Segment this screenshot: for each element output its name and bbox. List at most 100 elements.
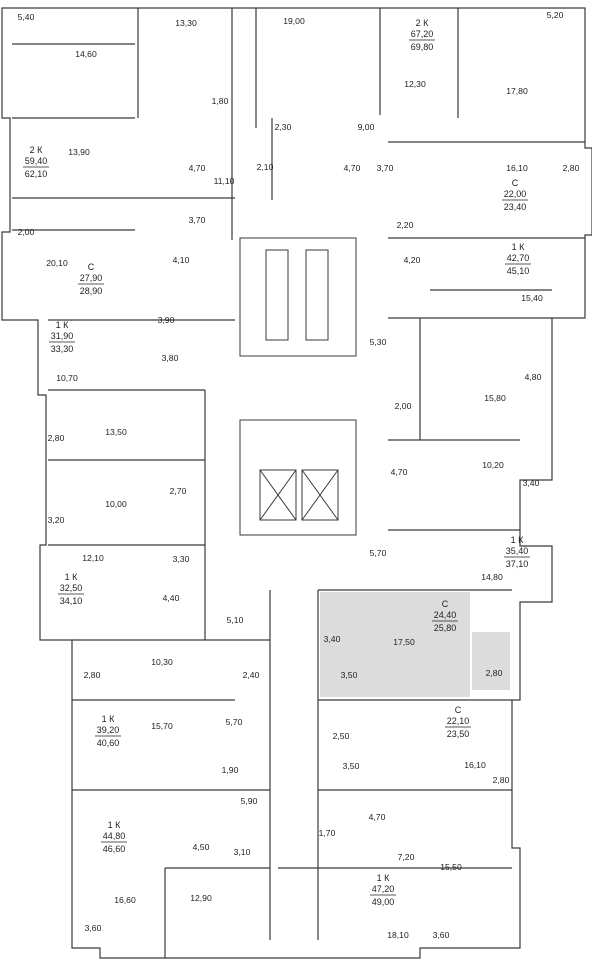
apartment-living-area: 44,80 xyxy=(103,831,126,841)
apartment-label: 2 К67,20 69,80 xyxy=(409,18,435,52)
apartment-living-area: 31,90 xyxy=(51,331,74,341)
room-area-label: 4,70 xyxy=(391,467,408,477)
room-area-label: 4,80 xyxy=(525,372,542,382)
shaded-apartment xyxy=(320,592,510,697)
room-area-label: 17,80 xyxy=(506,86,528,96)
room-area-label: 3,80 xyxy=(162,353,179,363)
room-area-label: 10,20 xyxy=(482,460,504,470)
room-area-label: 18,10 xyxy=(387,930,409,940)
room-area-label: 5,70 xyxy=(370,548,387,558)
room-area-label: 3,70 xyxy=(189,215,206,225)
room-area-label: 3,40 xyxy=(523,478,540,488)
room-area-label: 1,90 xyxy=(222,765,239,775)
apartment-living-area: 67,20 xyxy=(411,29,434,39)
apartment-living-area: 22,00 xyxy=(504,189,527,199)
room-area-label: 2,40 xyxy=(243,670,260,680)
apartment-label: 1 К35,40 37,10 xyxy=(504,535,530,569)
room-area-label: 5,90 xyxy=(241,796,258,806)
room-area-label: 2,00 xyxy=(395,401,412,411)
room-area-label: 2,80 xyxy=(48,433,65,443)
room-area-label: 2,30 xyxy=(275,122,292,132)
room-area-label: 2,50 xyxy=(333,731,350,741)
room-area-label: 2,00 xyxy=(18,227,35,237)
room-area-label: 2,20 xyxy=(397,220,414,230)
room-area-label: 3,30 xyxy=(173,554,190,564)
apartment-type: 1 К xyxy=(511,535,525,545)
room-area-label: 16,60 xyxy=(114,895,136,905)
room-area-label: 16,10 xyxy=(464,760,486,770)
apartment-type: 1 К xyxy=(512,242,526,252)
apartment-type: 2 К xyxy=(416,18,430,28)
apartment-total-area: 69,80 xyxy=(411,42,434,52)
apartment-type: С xyxy=(512,178,519,188)
room-area-label: 2,80 xyxy=(563,163,580,173)
room-area-label: 5,10 xyxy=(227,615,244,625)
apartment-type: 1 К xyxy=(108,820,122,830)
apartment-total-area: 46,60 xyxy=(103,844,126,854)
room-area-label: 9,00 xyxy=(358,122,375,132)
apartment-total-area: 62,10 xyxy=(25,169,48,179)
apartment-total-area: 37,10 xyxy=(506,559,529,569)
room-area-label: 2,80 xyxy=(486,668,503,678)
apartment-type: 1 К xyxy=(102,714,116,724)
apartment-label: С22,10 23,50 xyxy=(445,705,471,739)
room-area-label: 10,00 xyxy=(105,499,127,509)
apartment-living-area: 32,50 xyxy=(60,583,83,593)
room-area-label: 15,70 xyxy=(151,721,173,731)
room-area-label: 4,70 xyxy=(344,163,361,173)
room-area-label: 3,60 xyxy=(85,923,102,933)
apartment-type: С xyxy=(88,262,95,272)
room-area-label: 2,80 xyxy=(84,670,101,680)
apartment-living-area: 27,90 xyxy=(80,273,103,283)
apartment-label: 1 К31,90 33,30 xyxy=(49,320,75,354)
apartment-living-area: 42,70 xyxy=(507,253,530,263)
apartment-type: 2 К xyxy=(30,145,44,155)
room-area-label: 4,70 xyxy=(369,812,386,822)
stair-core xyxy=(239,237,357,536)
apartment-living-area: 35,40 xyxy=(506,546,529,556)
room-area-label: 3,50 xyxy=(343,761,360,771)
room-area-label: 13,50 xyxy=(105,427,127,437)
room-area-label: 4,20 xyxy=(404,255,421,265)
apartment-label: 2 К59,40 62,10 xyxy=(23,145,49,179)
apartment-type: 1 К xyxy=(56,320,70,330)
room-area-label: 1,70 xyxy=(319,828,336,838)
room-area-label: 12,30 xyxy=(404,79,426,89)
room-area-label: 20,10 xyxy=(46,258,68,268)
apartment-living-area: 22,10 xyxy=(447,716,470,726)
room-area-label: 3,60 xyxy=(433,930,450,940)
room-area-label: 17,50 xyxy=(393,637,415,647)
room-area-label: 16,10 xyxy=(506,163,528,173)
walls xyxy=(1,7,592,959)
room-area-label: 10,30 xyxy=(151,657,173,667)
room-area-label: 2,10 xyxy=(257,162,274,172)
room-area-label: 4,10 xyxy=(173,255,190,265)
room-area-label: 3,40 xyxy=(324,634,341,644)
apartment-type: 1 К xyxy=(65,572,79,582)
room-area-label: 2,70 xyxy=(170,486,187,496)
room-area-label: 5,40 xyxy=(18,12,35,22)
room-area-label: 2,80 xyxy=(493,775,510,785)
room-area-label: 3,10 xyxy=(234,847,251,857)
apartment-living-area: 59,40 xyxy=(25,156,48,166)
apartment-total-area: 33,30 xyxy=(51,344,74,354)
apartment-living-area: 39,20 xyxy=(97,725,120,735)
apartment-total-area: 23,50 xyxy=(447,729,470,739)
room-area-label: 3,90 xyxy=(158,315,175,325)
room-area-label: 4,50 xyxy=(193,842,210,852)
apartment-type: С xyxy=(442,599,449,609)
room-area-label: 15,80 xyxy=(484,393,506,403)
room-area-label: 15,50 xyxy=(440,862,462,872)
apartment-living-area: 47,20 xyxy=(372,884,395,894)
room-area-label: 5,20 xyxy=(547,10,564,20)
room-area-label: 12,90 xyxy=(190,893,212,903)
apartment-label: 1 К44,80 46,60 xyxy=(101,820,127,854)
apartment-type: С xyxy=(455,705,462,715)
apartment-total-area: 28,90 xyxy=(80,286,103,296)
room-area-label: 13,30 xyxy=(175,18,197,28)
